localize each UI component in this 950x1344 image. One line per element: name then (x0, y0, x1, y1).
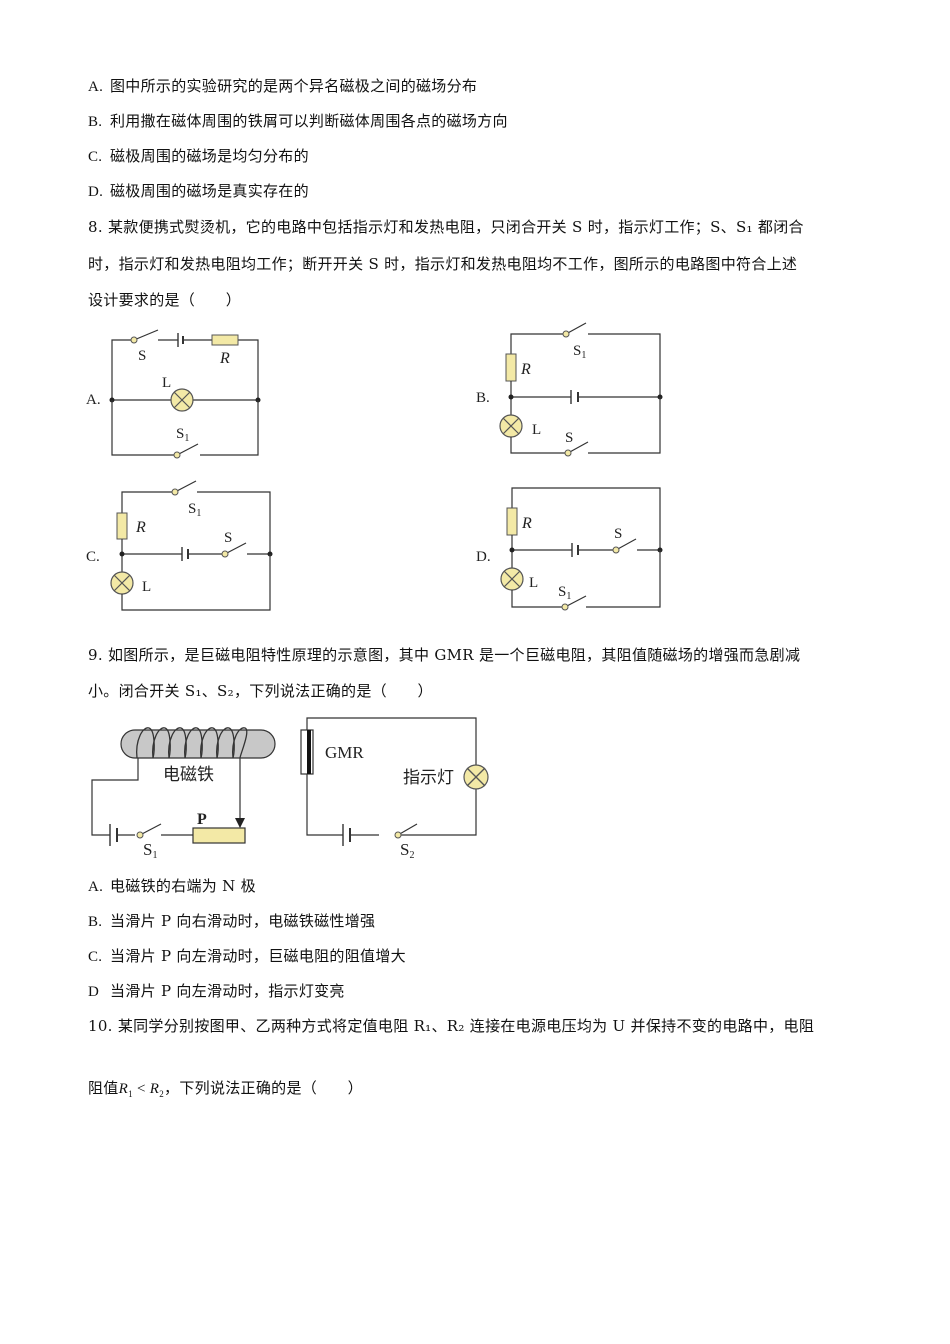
math-op: < (132, 1081, 150, 1097)
q9-stem-line-1: 9. 如图所示，是巨磁电阻特性原理的示意图，其中 GMR 是一个巨磁电阻，其阻值… (88, 646, 801, 664)
switch-s1-icon (564, 595, 587, 608)
switch-s-icon (615, 538, 637, 551)
q7-option-c: C. 磁极周围的磁场是均匀分布的 (88, 146, 309, 167)
label-l: L (529, 575, 538, 591)
circuit-a: A. S R L S1 (80, 320, 280, 464)
circuit-b: B. S1 R L S (470, 320, 670, 464)
switch-s-icon (567, 441, 589, 454)
switch-s-icon (224, 542, 247, 555)
circuit-a-letter: A. (86, 392, 101, 408)
option-text: 电磁铁的右端为 N 极 (110, 877, 256, 895)
slider-p-arrow-icon[interactable] (235, 818, 245, 828)
text-prefix: 阻值 (88, 1079, 119, 1097)
label-s1: S1 (176, 426, 189, 444)
math-r1-sub: 1 (128, 1089, 133, 1099)
option-text: 图中所示的实验研究的是两个异名磁极之间的磁场分布 (110, 77, 478, 95)
label-s: S (224, 530, 232, 546)
q9-option-a: A. 电磁铁的右端为 N 极 (88, 876, 256, 897)
circuit-c-letter: C. (86, 549, 100, 565)
q9-option-c: C. 当滑片 P 向左滑动时，巨磁电阻的阻值增大 (88, 946, 406, 967)
option-text: 当滑片 P 向左滑动时，巨磁电阻的阻值增大 (110, 947, 406, 965)
gmr-label: GMR (325, 743, 364, 762)
q8-stem-line-1: 8. 某款便携式熨烫机，它的电路中包括指示灯和发热电阻，只闭合开关 S 时，指示… (88, 218, 804, 236)
circuit-c-diagram: C. S1 R S L (86, 480, 273, 611)
circuit-b-letter: B. (476, 390, 490, 406)
label-s1: S1 (573, 343, 586, 361)
label-s2: S2 (400, 840, 414, 861)
option-letter: D. (88, 184, 104, 200)
label-r: R (521, 515, 532, 532)
label-l: L (162, 375, 171, 391)
switch-s2-icon (397, 823, 418, 836)
q7-option-a: A. 图中所示的实验研究的是两个异名磁极之间的磁场分布 (88, 76, 477, 97)
circuit-c: C. S1 R S L (80, 475, 280, 619)
switch-s1-icon (174, 480, 197, 493)
resistor-icon (211, 334, 239, 346)
math-r2-sub: 2 (159, 1089, 165, 1099)
label-r: R (135, 519, 146, 536)
q7-option-d: D. 磁极周围的磁场是真实存在的 (88, 181, 309, 202)
label-s: S (614, 526, 622, 542)
option-letter: A. (88, 879, 104, 895)
circuit-b-diagram: B. S1 R L S (476, 322, 663, 457)
math-r1: R (118, 1081, 129, 1097)
circuit-d: D. R S L S1 (470, 475, 670, 619)
circuit-a-diagram: A. S R L S1 (86, 329, 261, 459)
q10-stem-line-2: 阻值R1 < R2，下列说法正确的是（ ） (88, 1078, 363, 1104)
q9-option-d: D 当滑片 P 向左滑动时，指示灯变亮 (88, 981, 345, 1002)
switch-s-icon (133, 329, 159, 341)
rheostat-icon[interactable] (192, 827, 246, 844)
label-s1: S1 (558, 584, 571, 602)
switch-s1-icon (139, 823, 162, 836)
label-s: S (138, 348, 146, 364)
q9-stem-line-2: 小。闭合开关 S₁、S₂，下列说法正确的是（ ） (88, 682, 433, 700)
label-p: P (197, 811, 207, 828)
label-s1: S1 (143, 840, 157, 861)
electromagnet-icon (120, 729, 276, 759)
gmr-figure: 电磁铁 S1 P GMR 指示灯 S2 (85, 710, 495, 869)
label-s1: S1 (188, 501, 201, 519)
q10-stem-line-1: 10. 某同学分别按图甲、乙两种方式将定值电阻 R₁、R₂ 连接在电源电压均为 … (88, 1017, 815, 1035)
electromagnet-label: 电磁铁 (163, 765, 214, 785)
q8-stem-line-3: 设计要求的是（ ） (88, 291, 242, 309)
q9-option-b: B. 当滑片 P 向右滑动时，电磁铁磁性增强 (88, 911, 375, 932)
text-suffix: ，下列说法正确的是（ ） (164, 1079, 363, 1097)
switch-s1-icon (565, 322, 587, 335)
option-text: 当滑片 P 向右滑动时，电磁铁磁性增强 (110, 912, 376, 930)
option-letter: B. (88, 914, 103, 930)
option-letter: C. (88, 149, 103, 165)
label-s: S (565, 430, 573, 446)
label-l: L (532, 422, 541, 438)
resistor-icon (505, 353, 517, 382)
option-text: 利用撒在磁体周围的铁屑可以判断磁体周围各点的磁场方向 (110, 112, 508, 130)
lamp-label: 指示灯 (403, 768, 454, 788)
label-r: R (219, 350, 230, 367)
coil-icon (136, 727, 248, 759)
option-letter: A. (88, 79, 104, 95)
option-letter: D (88, 984, 100, 1000)
option-text: 磁极周围的磁场是均匀分布的 (110, 147, 309, 165)
option-letter: B. (88, 114, 103, 130)
option-letter: C. (88, 949, 103, 965)
q7-option-b: B. 利用撒在磁体周围的铁屑可以判断磁体周围各点的磁场方向 (88, 111, 508, 132)
option-text: 磁极周围的磁场是真实存在的 (110, 182, 309, 200)
option-text: 当滑片 P 向左滑动时，指示灯变亮 (110, 982, 345, 1000)
circuit-d-diagram: D. R S L S1 (476, 487, 663, 611)
gmr-diagram: 电磁铁 S1 P GMR 指示灯 S2 (91, 717, 489, 861)
resistor-icon (506, 507, 518, 536)
math-r1-r2: R1 < R2 (118, 1081, 165, 1099)
resistor-icon (116, 512, 128, 540)
switch-s1-icon (176, 443, 199, 456)
math-r2: R (149, 1081, 160, 1097)
q8-stem-line-2: 时，指示灯和发热电阻均工作；断开开关 S 时，指示灯和发热电阻均不工作，图所示的… (88, 255, 798, 273)
label-l: L (142, 579, 151, 595)
label-r: R (520, 361, 531, 378)
circuit-d-letter: D. (476, 549, 491, 565)
